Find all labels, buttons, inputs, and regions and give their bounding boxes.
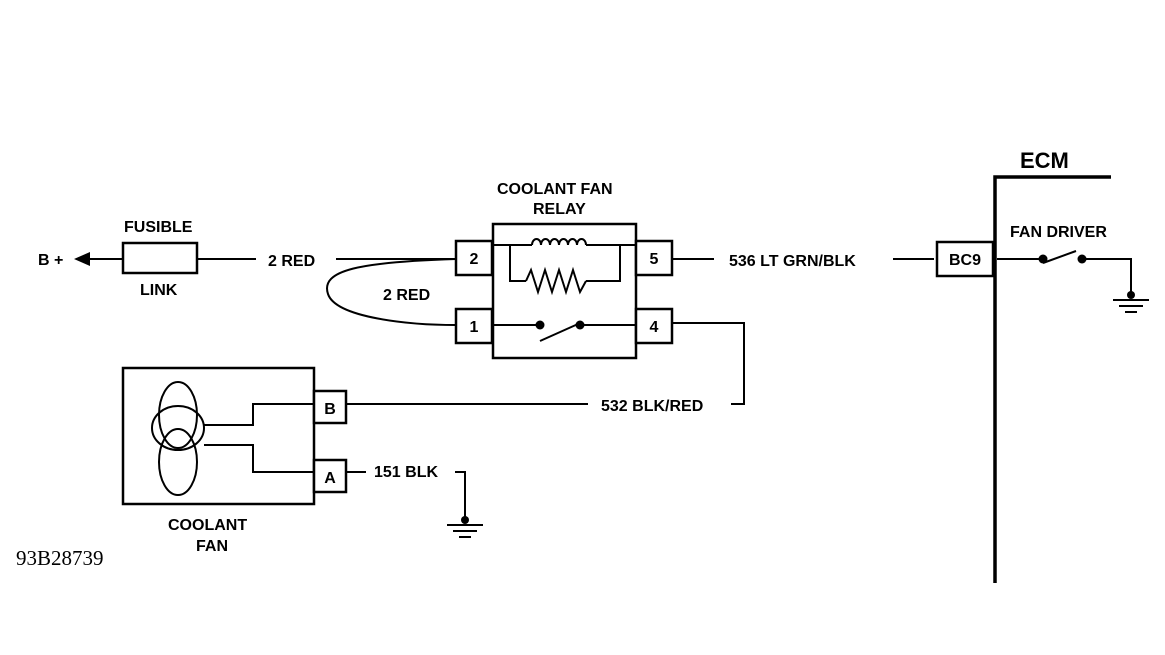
- fan-pin-a: [312, 458, 348, 494]
- fan-pin-a-label: A: [324, 470, 336, 487]
- wire-536-label: 536 LT GRN/BLK: [729, 253, 856, 270]
- fan-pin-b: [312, 389, 348, 425]
- wire-151-label: 151 BLK: [374, 464, 438, 481]
- fan-driver-label: FAN DRIVER: [1010, 224, 1107, 241]
- fan-title-line1: COOLANT: [168, 517, 247, 534]
- fan-title-line2: FAN: [196, 538, 228, 555]
- wire-532-right: [672, 322, 745, 405]
- coolant-fan-relay: [491, 222, 638, 360]
- ecm-boundary: [993, 175, 1111, 583]
- figure-code: 93B28739: [16, 546, 104, 570]
- fusible-link: [121, 241, 199, 275]
- b-plus-label: B +: [38, 252, 63, 269]
- wire-532-label: 532 BLK/RED: [601, 398, 703, 415]
- coolant-fan: [121, 366, 316, 506]
- ground-icon: [447, 516, 483, 538]
- ecm-pin-bc9: [935, 240, 995, 278]
- relay-pin-5-label: 5: [650, 251, 659, 268]
- fan-pin-b-label: B: [324, 401, 336, 418]
- fusible-label: FUSIBLE: [124, 219, 193, 236]
- relay-pin-2-label: 2: [470, 251, 479, 268]
- relay-pin-2: [454, 239, 494, 277]
- relay-pin-1-label: 1: [470, 319, 479, 336]
- wire-2-red-label: 2 RED: [268, 253, 315, 270]
- wire-151-b: [455, 471, 466, 520]
- wire-2-red-loop-label: 2 RED: [383, 287, 430, 304]
- ecm-pin-bc9-label: BC9: [949, 252, 981, 269]
- ecm-ground-icon: [1113, 291, 1149, 313]
- fan-motor-icon: [151, 381, 314, 496]
- arrow-left-icon: [74, 252, 122, 266]
- relay-resistor-icon: [509, 245, 621, 296]
- relay-title-line2: RELAY: [533, 201, 586, 218]
- wire-2-red-loop: [326, 258, 457, 326]
- relay-pin-4-label: 4: [650, 319, 659, 336]
- link-label: LINK: [140, 282, 178, 299]
- ecm-title: ECM: [1020, 148, 1069, 173]
- relay-switch-icon: [492, 320, 636, 342]
- fan-driver-switch-icon: [997, 250, 1132, 294]
- relay-title-line1: COOLANT FAN: [497, 181, 613, 198]
- relay-coil-icon: [492, 238, 636, 246]
